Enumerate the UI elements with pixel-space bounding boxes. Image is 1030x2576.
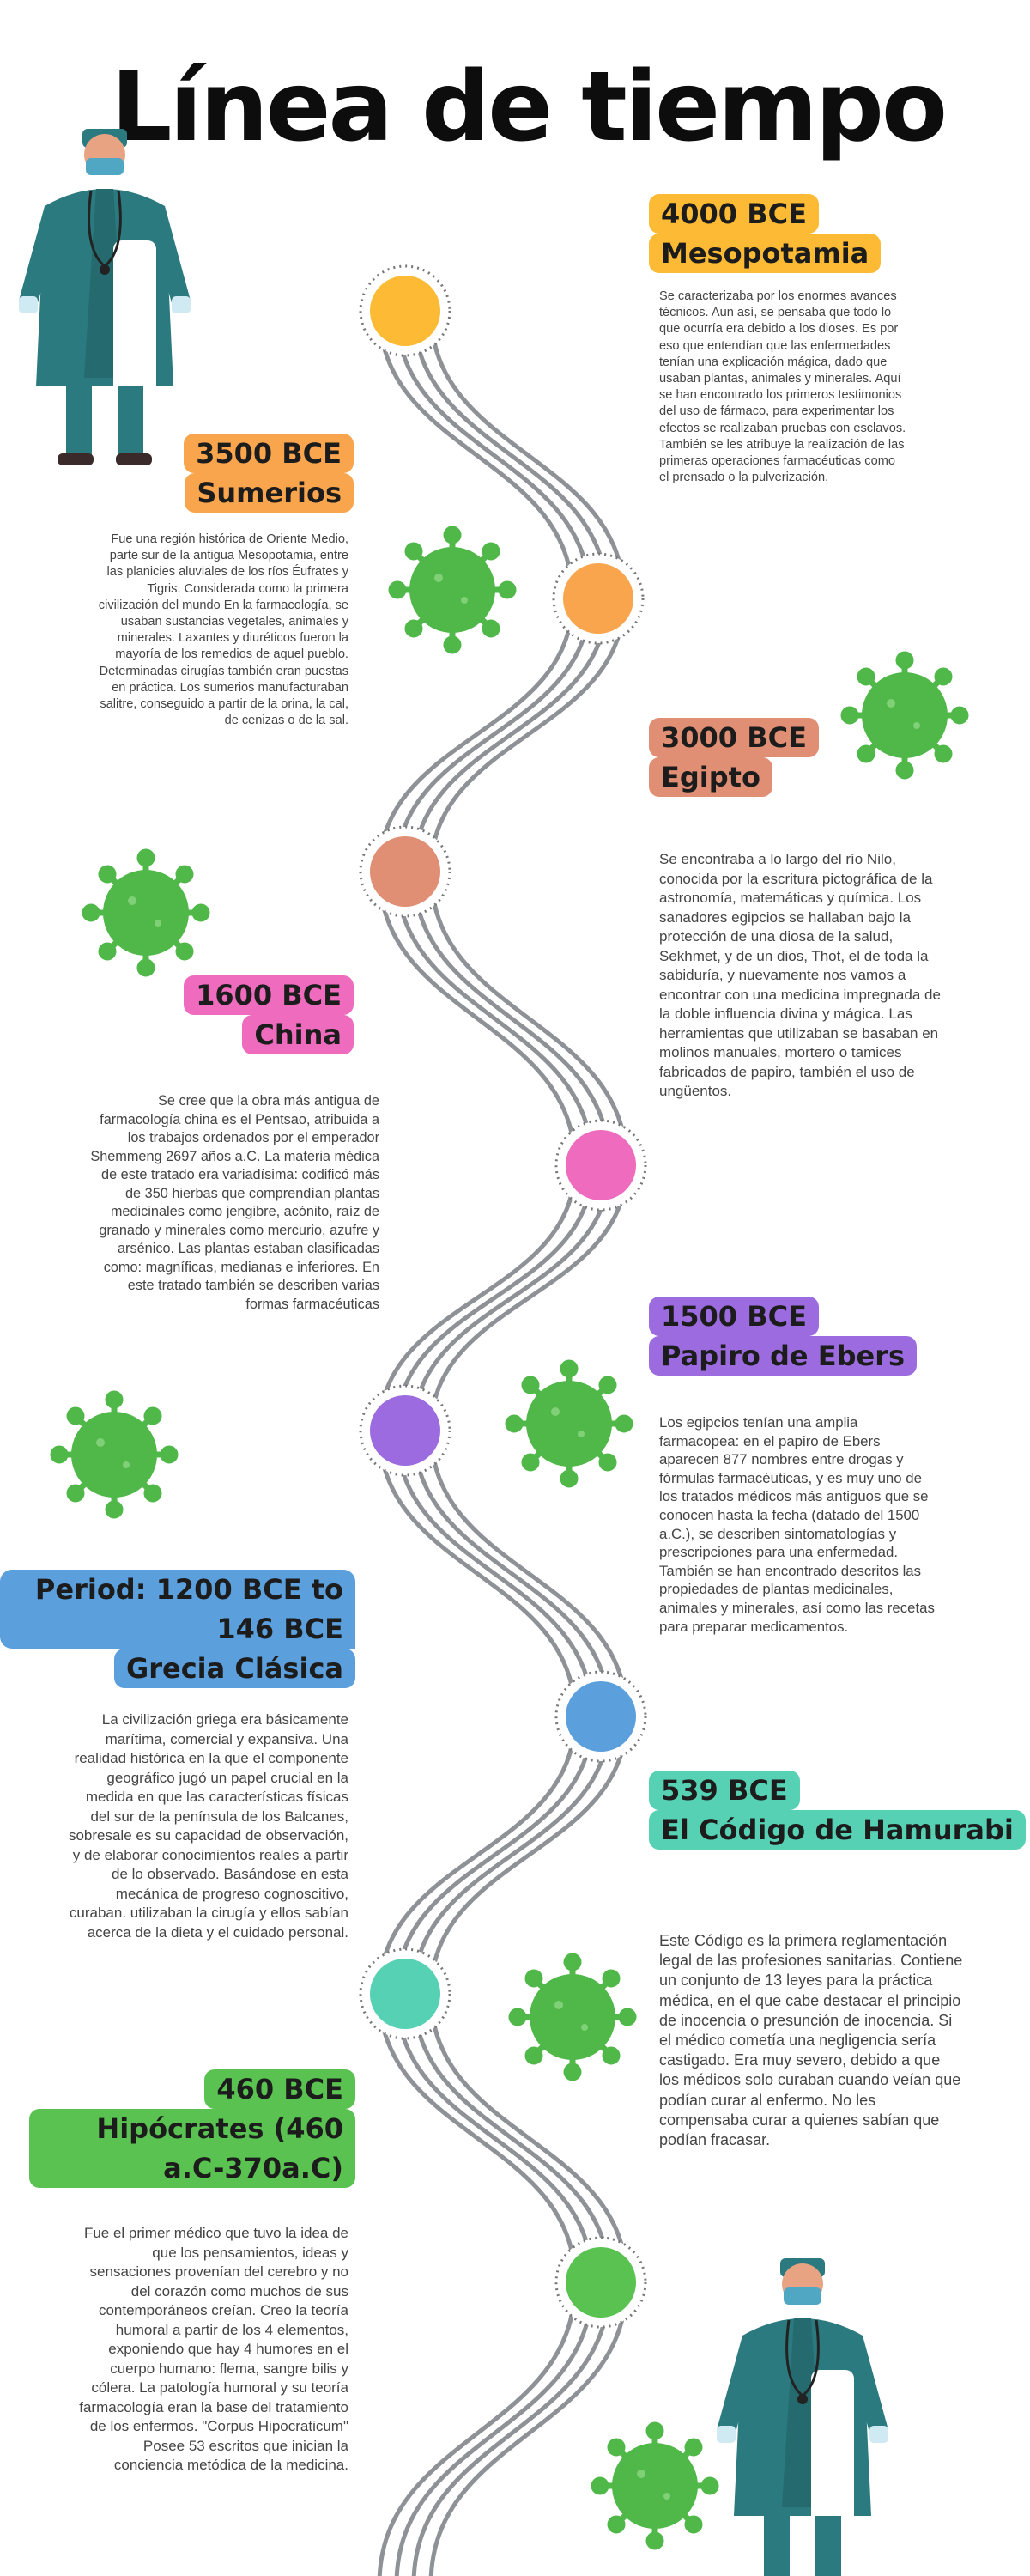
virus-icon xyxy=(844,654,966,776)
event-place: China xyxy=(242,1015,354,1054)
event-place: Hipócrates (460 a.C-370a.C) xyxy=(29,2109,355,2188)
virus-icon xyxy=(85,852,207,974)
event-badge-ebers: 1500 BCE Papiro de Ebers xyxy=(649,1297,918,1376)
event-description-mesopotamia: Se caracterizaba por los enormes avances… xyxy=(659,289,906,485)
event-place: El Código de Hamurabi xyxy=(649,1810,1026,1850)
event-badge-sumerios: 3500 BCE Sumerios xyxy=(163,434,354,513)
event-date: 3500 BCE xyxy=(184,434,354,473)
timeline-node-grecia xyxy=(554,1670,647,1763)
event-description-ebers: Los egipcios tenían una amplia farmacope… xyxy=(659,1414,935,1635)
event-place: Mesopotamia xyxy=(649,234,882,273)
event-badge-hamurabi: 539 BCE El Código de Hamurabi xyxy=(649,1771,1026,1850)
event-place: Sumerios xyxy=(185,473,354,513)
doctor-illustration-icon xyxy=(715,2257,890,2576)
timeline-node-hipocrates xyxy=(554,2236,647,2329)
virus-icon xyxy=(508,1363,630,1485)
timeline-node-hamurabi xyxy=(359,1947,451,2040)
event-place: Egipto xyxy=(649,757,772,797)
event-date: Period: 1200 BCE to 146 BCE xyxy=(0,1570,355,1649)
event-description-sumerios: Fue una región histórica de Oriente Medi… xyxy=(98,532,348,728)
event-place: Grecia Clásica xyxy=(113,1649,355,1688)
event-description-hipocrates: Fue el primer médico que tuvo la idea de… xyxy=(79,2225,348,2473)
virus-icon xyxy=(53,1394,175,1516)
event-badge-egipto: 3000 BCE Egipto xyxy=(649,718,819,797)
event-date: 539 BCE xyxy=(649,1771,800,1810)
timeline-node-egipto xyxy=(359,825,451,918)
virus-icon xyxy=(391,529,513,651)
event-date: 460 BCE xyxy=(204,2069,355,2109)
event-date: 1500 BCE xyxy=(649,1297,819,1336)
timeline-node-sumerios xyxy=(552,552,645,645)
timeline-node-mesopotamia xyxy=(359,264,451,357)
event-description-china: Se cree que la obra más antigua de farma… xyxy=(90,1093,379,1312)
event-description-grecia: La civilización griega era básicamente m… xyxy=(68,1711,348,1941)
event-badge-china: 1600 BCE China xyxy=(163,975,354,1054)
event-badge-grecia: Period: 1200 BCE to 146 BCE Grecia Clási… xyxy=(0,1570,355,1688)
event-description-egipto: Se encontraba a lo largo del río Nilo, c… xyxy=(659,851,941,1099)
virus-icon xyxy=(512,1956,633,2078)
event-date: 3000 BCE xyxy=(649,718,819,757)
timeline-node-china xyxy=(554,1119,647,1212)
event-date: 1600 BCE xyxy=(184,975,354,1015)
event-badge-hipocrates: 460 BCE Hipócrates (460 a.C-370a.C) xyxy=(26,2069,355,2188)
event-date: 4000 BCE xyxy=(649,194,819,234)
event-description-hamurabi: Este Código es la primera reglamentación… xyxy=(659,1932,963,2149)
doctor-illustration-icon xyxy=(17,127,192,467)
page-title: Línea de tiempo xyxy=(111,52,948,163)
virus-icon xyxy=(594,2425,716,2547)
event-place: Papiro de Ebers xyxy=(649,1336,918,1376)
timeline-node-ebers xyxy=(359,1384,451,1477)
event-badge-mesopotamia: 4000 BCE Mesopotamia xyxy=(649,194,882,273)
